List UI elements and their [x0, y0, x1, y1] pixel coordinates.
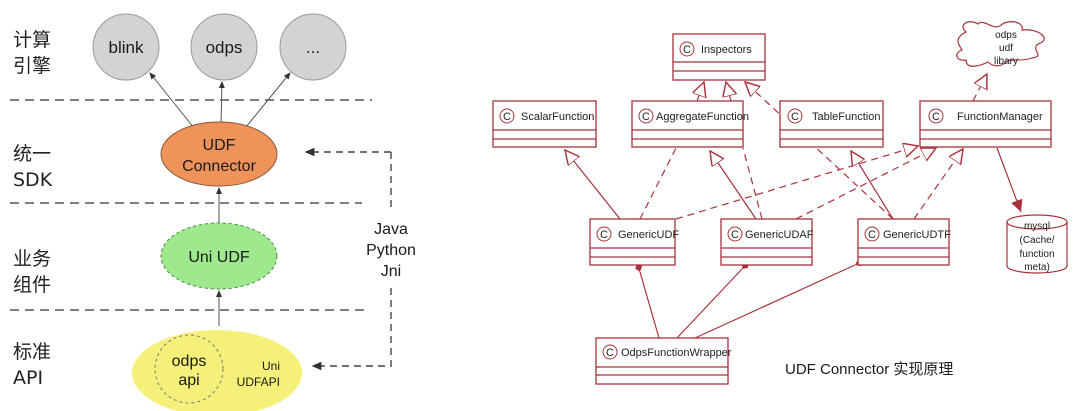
- class-generic-udaf: C GenericUDAF: [720, 218, 814, 266]
- class-table-function: C TableFunction: [779, 100, 884, 148]
- uni-udfapi-label-line1: Uni: [262, 359, 280, 373]
- inherit-udaf-aggregate: [710, 151, 757, 220]
- left-architecture-diagram: 计算 引擎 统一 SDK 业务 组件 标准 API blink odps ...…: [10, 13, 416, 411]
- engine-label: blink: [109, 38, 144, 57]
- cloud-label-line3: libary: [994, 56, 1018, 67]
- language-bridge: Java Python Jni: [304, 147, 416, 371]
- class-name: ScalarFunction: [521, 111, 594, 123]
- svg-text:C: C: [932, 111, 940, 123]
- svg-text:C: C: [600, 229, 608, 241]
- class-name: GenericUDF: [618, 229, 679, 241]
- connector-label-line1: UDF: [203, 137, 236, 154]
- db-label-line2: (Cache/: [1019, 235, 1054, 246]
- class-name: GenericUDTF: [883, 229, 951, 241]
- class-name: Inspectors: [701, 44, 752, 56]
- dependency-manager-library: [972, 74, 987, 102]
- inherit-udf-scalar: [565, 150, 621, 220]
- class-icon: [638, 108, 654, 124]
- composition-wrapper-udtf: [694, 259, 864, 339]
- layer-label-api-line2: API: [13, 367, 43, 389]
- class-icon: [499, 108, 515, 124]
- dependency-udtf-inspectors: [745, 82, 894, 220]
- dependency-udf-manager: [675, 146, 918, 220]
- class-scalar-function: C ScalarFunction: [492, 100, 597, 148]
- db-label-line1: mysql: [1024, 221, 1050, 232]
- class-name: FunctionManager: [957, 111, 1043, 123]
- library-cloud: odps udf libary: [956, 21, 1045, 67]
- engine-label: odps: [206, 38, 243, 57]
- class-odps-function-wrapper: C OdpsFunctionWrapper: [595, 337, 732, 385]
- layer-label-compute-line1: 计算: [13, 29, 51, 51]
- composition-wrapper-udaf: [676, 262, 749, 339]
- svg-text:C: C: [642, 111, 650, 123]
- class-generic-udtf: C GenericUDTF: [857, 218, 951, 266]
- layer-label-compute-line2: 引擎: [13, 55, 51, 77]
- class-name: AggregateFunction: [656, 111, 749, 123]
- layer-label-api-line1: 标准: [13, 341, 51, 363]
- class-function-manager: C FunctionManager: [919, 100, 1052, 148]
- arrow-connector-to-more: [245, 72, 291, 128]
- dependency-udaf-aggregate: [742, 147, 763, 220]
- bridge-label-java: Java: [374, 221, 408, 238]
- bridge-label-python: Python: [366, 242, 416, 259]
- dependency-udaf-manager: [795, 148, 936, 220]
- svg-text:C: C: [731, 229, 739, 241]
- dependency-udaf-inspectors: [726, 82, 731, 102]
- udf-connector-node: UDF Connector: [160, 121, 278, 187]
- engine-node-blink: blink: [92, 13, 160, 81]
- standard-api-node: odps api Uni UDFAPI: [132, 330, 302, 411]
- right-uml-diagram: C Inspectors C ScalarFunction C Aggregat…: [492, 21, 1068, 385]
- engine-label: ...: [306, 38, 320, 57]
- connector-label-line2: Connector: [182, 158, 256, 175]
- inherit-udtf-table: [851, 151, 894, 220]
- cloud-label-line1: odps: [995, 30, 1017, 41]
- composition-wrapper-udf: [635, 262, 660, 339]
- svg-text:C: C: [791, 111, 799, 123]
- class-icon: [596, 226, 612, 242]
- class-name: TableFunction: [812, 111, 881, 123]
- mysql-database: mysql (Cache/ function meta): [1006, 214, 1068, 274]
- association-manager-mysql: [996, 147, 1023, 213]
- layer-label-sdk-line2: SDK: [13, 169, 53, 191]
- db-label-line4: meta): [1024, 262, 1050, 273]
- engine-node-more: ...: [279, 13, 347, 81]
- diagram-title: UDF Connector 实现原理: [785, 361, 953, 378]
- arrow-connector-to-odps: [218, 81, 225, 125]
- class-icon: [727, 226, 743, 242]
- layer-label-sdk-line1: 统一: [13, 143, 51, 165]
- layer-label-business-line1: 业务: [13, 248, 51, 270]
- bridge-label-jni: Jni: [381, 263, 401, 280]
- class-aggregate-function: C AggregateFunction: [631, 100, 749, 148]
- svg-text:C: C: [503, 111, 511, 123]
- odps-api-label-line2: api: [178, 372, 199, 389]
- layer-label-business-line2: 组件: [13, 274, 51, 296]
- svg-text:C: C: [868, 229, 876, 241]
- class-icon: [787, 108, 803, 124]
- arrow-connector-to-blink: [149, 72, 195, 129]
- class-generic-udf: C GenericUDF: [589, 218, 679, 266]
- class-icon: [679, 41, 695, 57]
- dependency-udtf-manager: [913, 149, 963, 220]
- engine-node-odps: odps: [190, 13, 258, 81]
- odps-api-label-line1: odps: [172, 353, 207, 370]
- dependency-udf-aggregate: [639, 147, 677, 220]
- class-name: GenericUDAF: [745, 229, 814, 241]
- odps-api-subnode: [154, 334, 224, 404]
- svg-text:C: C: [683, 44, 691, 56]
- svg-text:C: C: [606, 347, 614, 359]
- class-name: OdpsFunctionWrapper: [621, 347, 732, 359]
- dependency-aggregate-inspectors: [697, 82, 704, 102]
- uni-udf-label: Uni UDF: [188, 249, 250, 266]
- class-icon: [864, 226, 880, 242]
- class-inspectors: C Inspectors: [672, 33, 766, 81]
- db-label-line3: function: [1019, 249, 1054, 260]
- class-icon: [928, 108, 944, 124]
- uni-udf-node: Uni UDF: [160, 222, 278, 290]
- cloud-label-line2: udf: [999, 43, 1013, 54]
- class-icon: [602, 344, 618, 360]
- uni-udfapi-label-line2: UDFAPI: [237, 375, 280, 389]
